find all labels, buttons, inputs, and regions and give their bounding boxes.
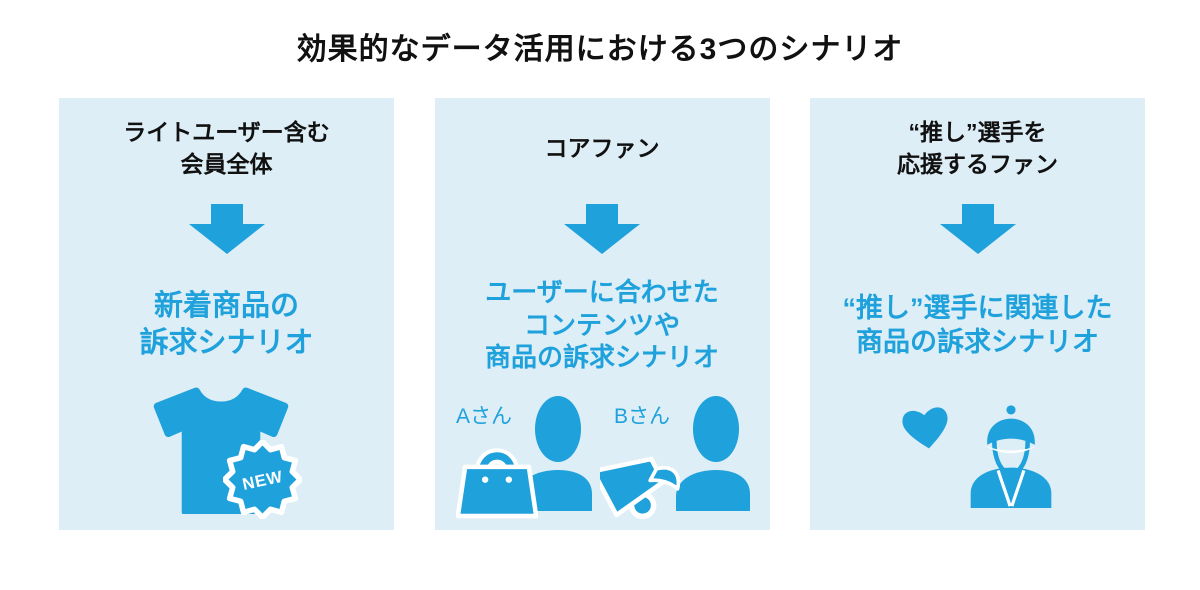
audience-line: ライトユーザー含む <box>123 119 330 146</box>
panel-oshi-fans: “推し”選手を 応援するファン “推し”選手に関連した 商品の訴求シナリオ <box>810 98 1145 530</box>
user-b-group: Bさん <box>600 392 756 522</box>
heart-icon <box>899 402 953 509</box>
diagram: 効果的なデータ活用における3つのシナリオ ライトユーザー含む 会員全体 新着商品… <box>0 24 1200 590</box>
audience-heading-oshi-fans: “推し”選手を 応援するファン <box>897 116 1058 182</box>
audience-line: 応援するファン <box>897 151 1058 177</box>
scenario-text-personalized: ユーザーに合わせた コンテンツや 商品の訴求シナリオ <box>485 274 719 376</box>
down-arrow-icon <box>939 204 1016 254</box>
audience-line: 会員全体 <box>180 151 273 177</box>
scenario-line: 訴求シナリオ <box>139 327 314 359</box>
audience-line: コアファン <box>544 135 660 162</box>
scenario-text-oshi-goods: “推し”選手に関連した 商品の訴求シナリオ <box>843 274 1113 376</box>
user-a-group: Aさん <box>448 392 598 522</box>
scenario-line: 商品の訴求シナリオ <box>484 342 719 373</box>
scenario-line: 新着商品の <box>153 290 299 323</box>
down-arrow-icon <box>564 204 640 254</box>
user-b-label: Bさん <box>614 405 671 428</box>
scenario-line: 商品の訴求シナリオ <box>856 327 1099 357</box>
diagram-title: 効果的なデータ活用における3つのシナリオ <box>296 33 904 66</box>
audience-heading-all-members: ライトユーザー含む 会員全体 <box>123 116 330 182</box>
panel-core-fans: コアファン ユーザーに合わせた コンテンツや 商品の訴求シナリオ Aさん <box>434 98 770 530</box>
panel-3-icons <box>810 376 1145 530</box>
panel-2-icons: Aさん <box>435 376 770 530</box>
audience-heading-core-fans: コアファン <box>545 116 660 182</box>
scenario-line: “推し”選手に関連した <box>842 292 1113 323</box>
scenario-line: ユーザーに合わせた <box>485 276 719 307</box>
scenario-text-new-items: 新着商品の 訴求シナリオ <box>139 274 313 376</box>
audience-line: “推し”選手を <box>908 119 1047 146</box>
panel-all-members: ライトユーザー含む 会員全体 新着商品の 訴求シナリオ <box>59 98 394 530</box>
down-arrow-icon <box>188 204 265 254</box>
panel-1-icons: NEW <box>59 376 394 530</box>
user-a-label: Aさん <box>456 405 513 428</box>
scenario-line: コンテンツや <box>523 309 680 340</box>
baseball-player-icon <box>965 398 1057 513</box>
scenario-panels: ライトユーザー含む 会員全体 新着商品の 訴求シナリオ <box>0 98 1200 530</box>
